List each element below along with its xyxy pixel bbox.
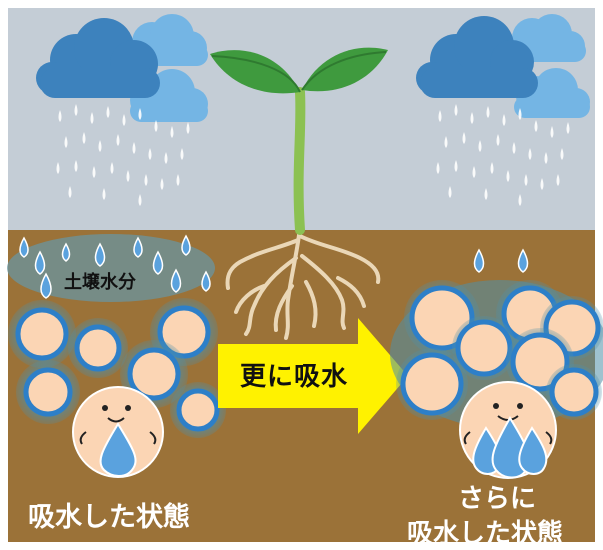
soil-moisture-label: 土壌水分 (64, 272, 136, 293)
arrow-label: 更に吸水 (240, 362, 349, 392)
seedling-icon (210, 47, 388, 235)
right-state-caption-line2: 吸水した状態 (407, 519, 564, 549)
water-absorbing-character-right (459, 381, 557, 479)
left-state-caption: 吸水した状態 (28, 502, 190, 533)
rain-cloud-right-icon (416, 14, 590, 118)
water-absorbing-character-left (72, 386, 164, 478)
soil-particles-right (390, 280, 603, 428)
water-drops-right (473, 248, 529, 273)
arrow-right-icon (218, 318, 408, 434)
right-state-caption-line1: さらに (458, 484, 537, 514)
rain-left (56, 104, 190, 206)
soil-moisture-zone (7, 234, 215, 302)
rain-right (436, 104, 570, 206)
plant-roots (225, 224, 381, 340)
water-drops-left (19, 234, 211, 299)
